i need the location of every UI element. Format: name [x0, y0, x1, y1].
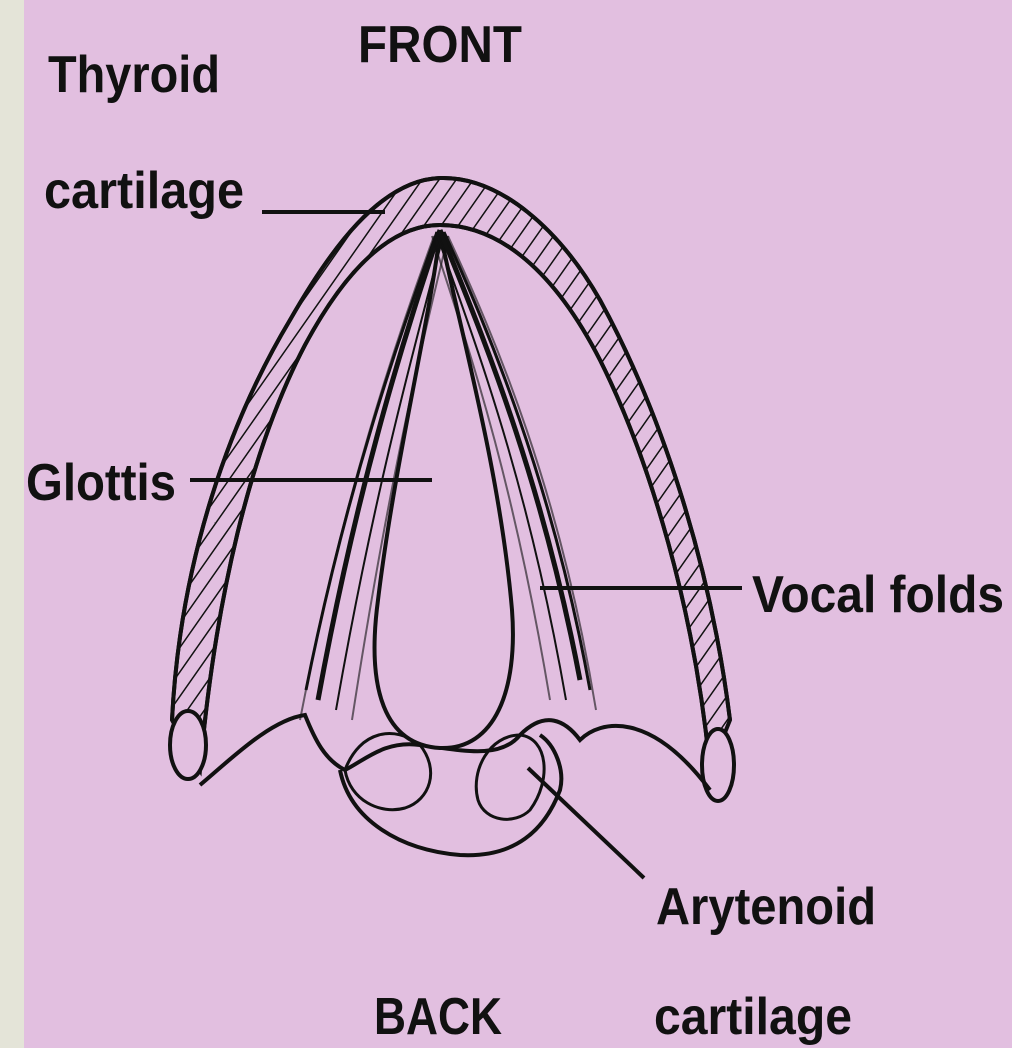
- arytenoid-label-line1: Arytenoid: [656, 878, 876, 936]
- arytenoid-label-line2: cartilage: [654, 988, 852, 1046]
- vocal-folds-label: Vocal folds: [752, 566, 1004, 624]
- thyroid-label-line1: Thyroid: [48, 46, 220, 104]
- front-label: FRONT: [358, 16, 522, 74]
- glottis-label: Glottis: [26, 454, 176, 512]
- left-strip: [0, 0, 24, 1048]
- back-label: BACK: [374, 988, 502, 1046]
- left-horn-tip: [170, 711, 206, 779]
- thyroid-label-line2: cartilage: [44, 162, 244, 220]
- right-horn-tip: [702, 729, 734, 801]
